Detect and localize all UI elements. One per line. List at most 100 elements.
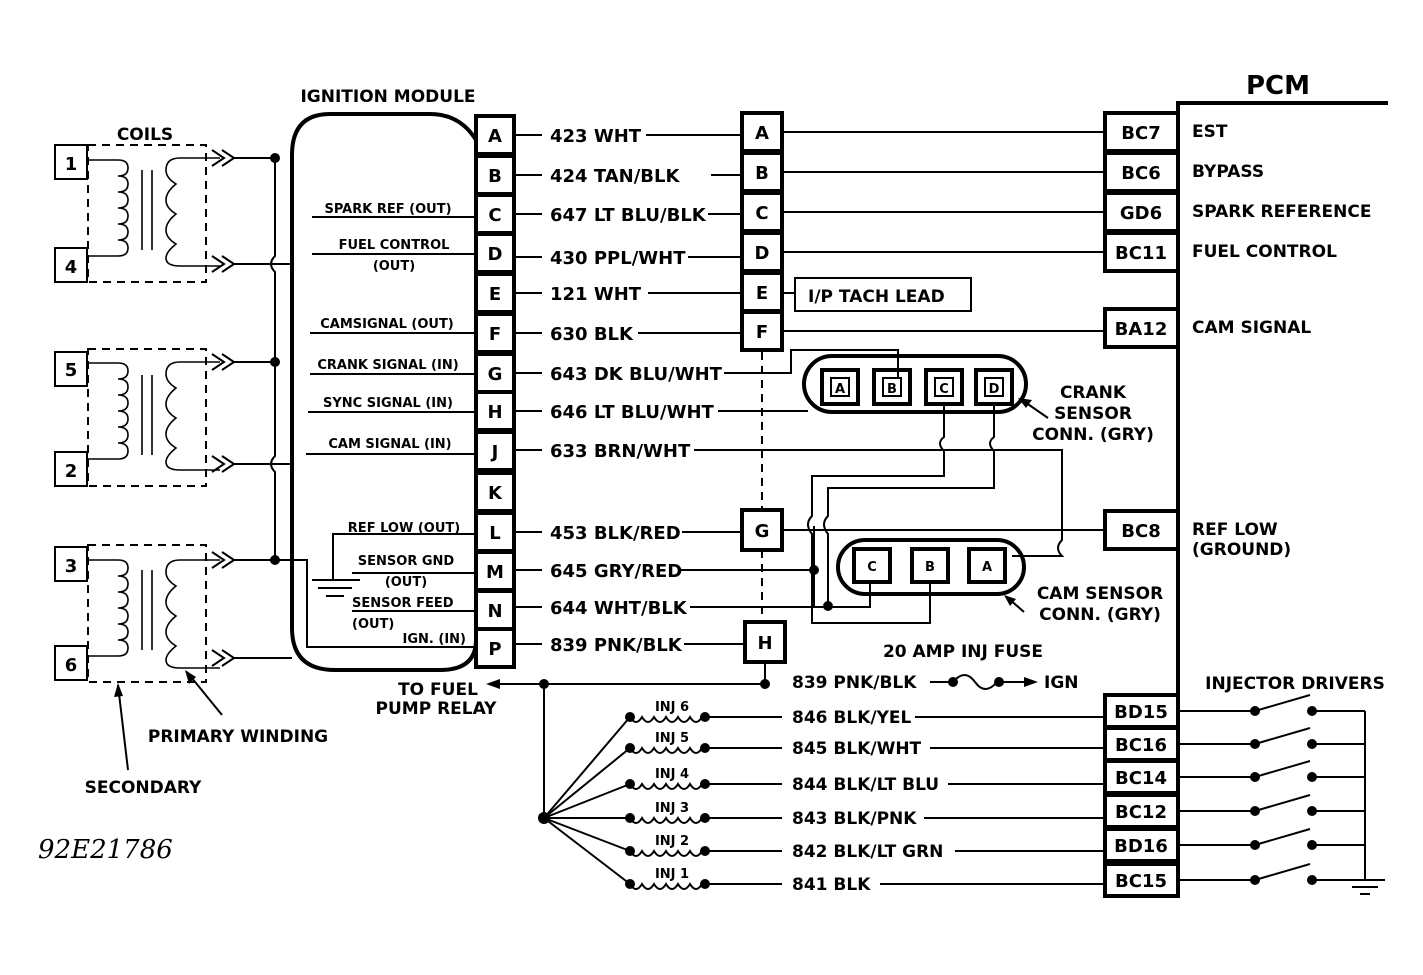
svg-text:CONN. (GRY): CONN. (GRY) <box>1039 605 1161 625</box>
svg-text:IGN. (IN): IGN. (IN) <box>403 632 466 647</box>
primary-winding <box>165 157 220 267</box>
svg-text:2: 2 <box>65 461 78 482</box>
svg-text:M: M <box>486 562 504 583</box>
connector-pin-h <box>743 620 787 664</box>
cam-pin-a <box>967 547 1007 584</box>
injector-circuit: 842 BLK/LT GRN <box>792 842 943 862</box>
coils-title: COILS <box>117 125 173 145</box>
svg-text:A: A <box>755 123 769 144</box>
primary-winding-label: PRIMARY WINDING <box>148 727 328 747</box>
fuel-pump-relay-line2: PUMP RELAY <box>376 699 498 719</box>
svg-text:SENSOR GND: SENSOR GND <box>358 554 455 569</box>
secondary-label: SECONDARY <box>85 778 202 798</box>
pcm-pin-bc8 <box>1103 509 1180 551</box>
coil-outputs <box>211 149 292 667</box>
wire-label: 424 TAN/BLK <box>550 166 680 187</box>
ignition-module-title: IGNITION MODULE <box>300 87 475 107</box>
svg-text:(OUT): (OUT) <box>373 259 415 274</box>
tach-lead-box <box>794 277 972 312</box>
svg-text:C: C <box>939 382 949 397</box>
pcm-pin-ba12 <box>1103 307 1180 349</box>
svg-text:P: P <box>488 639 501 660</box>
wire-label: 121 WHT <box>550 284 642 305</box>
svg-text:SENSOR FEED: SENSOR FEED <box>352 596 454 611</box>
coil-terminal-2 <box>54 451 88 487</box>
injector-feed <box>543 716 631 819</box>
pcm-body <box>1176 101 1388 898</box>
svg-text:BD15: BD15 <box>1114 702 1168 723</box>
arrow-right-icon <box>1024 677 1038 687</box>
svg-text:A: A <box>488 126 502 147</box>
figure-id: 92E21786 <box>38 835 173 865</box>
svg-text:BC14: BC14 <box>1115 768 1167 789</box>
svg-text:B: B <box>488 166 502 187</box>
svg-text:BC15: BC15 <box>1115 871 1167 892</box>
svg-text:B: B <box>887 382 897 397</box>
wire-label: 453 BLK/RED <box>550 523 681 544</box>
svg-text:CRANK: CRANK <box>1060 383 1127 403</box>
svg-text:BC12: BC12 <box>1115 802 1167 823</box>
svg-text:3: 3 <box>65 556 78 577</box>
switch-icon <box>1254 694 1311 712</box>
svg-text:A: A <box>835 382 845 397</box>
svg-text:4: 4 <box>65 257 78 278</box>
pcm-ref-low-ground: (GROUND) <box>1192 540 1291 560</box>
svg-text:B: B <box>755 163 769 184</box>
svg-text:G: G <box>755 521 770 542</box>
svg-text:K: K <box>488 483 503 504</box>
secondary-winding <box>87 159 129 257</box>
wire-label: 645 GRY/RED <box>550 561 682 582</box>
pcm-pin-bc7 <box>1103 111 1180 153</box>
coil-terminal-1 <box>54 144 88 180</box>
svg-text:H: H <box>487 402 502 423</box>
svg-text:E: E <box>489 284 501 305</box>
crank-pin-d <box>974 368 1014 406</box>
coil-terminal-4 <box>54 247 88 283</box>
svg-text:BC7: BC7 <box>1121 123 1160 144</box>
module-pin-k <box>474 471 516 513</box>
wire-label: 644 WHT/BLK <box>550 598 688 619</box>
svg-text:F: F <box>756 322 768 343</box>
pcm-title: PCM <box>1246 71 1310 101</box>
svg-text:C: C <box>755 203 768 224</box>
svg-text:BC6: BC6 <box>1121 163 1160 184</box>
wire-label: 647 LT BLU/BLK <box>550 205 707 226</box>
svg-text:BC11: BC11 <box>1115 243 1167 264</box>
svg-text:B: B <box>925 560 935 575</box>
injector-circuit: 844 BLK/LT BLU <box>792 775 939 795</box>
fuse-icon <box>952 674 998 690</box>
svg-text:D: D <box>989 382 1000 397</box>
svg-text:BD16: BD16 <box>1114 836 1168 857</box>
svg-text:C: C <box>867 560 877 575</box>
svg-text:(OUT): (OUT) <box>385 575 427 590</box>
pcm-injector-pin-bc12 <box>1103 793 1180 829</box>
injector-circuit: 843 BLK/PNK <box>792 809 917 829</box>
pcm-injector-pin-bd16 <box>1103 827 1180 863</box>
coil-pack-3: 3 6 <box>54 544 220 683</box>
coil-pack-2: 5 2 <box>54 348 220 487</box>
svg-text:BC8: BC8 <box>1121 521 1160 542</box>
fuse-label: 20 AMP INJ FUSE <box>883 642 1043 662</box>
svg-text:SPARK REF (OUT): SPARK REF (OUT) <box>324 202 451 217</box>
svg-text:E: E <box>756 283 768 304</box>
fuel-pump-relay-line1: TO FUEL <box>398 680 478 700</box>
injector-feed <box>543 747 631 819</box>
svg-text:SYNC SIGNAL (IN): SYNC SIGNAL (IN) <box>323 396 453 411</box>
pcm-injector-pin-bc16 <box>1103 726 1180 762</box>
svg-text:FUEL CONTROL: FUEL CONTROL <box>339 238 450 253</box>
svg-text:BC16: BC16 <box>1115 735 1167 756</box>
svg-text:CAMSIGNAL (OUT): CAMSIGNAL (OUT) <box>320 317 454 332</box>
injector-coil-icon <box>629 816 703 824</box>
wire-label: 430 PPL/WHT <box>550 248 686 269</box>
wire-label: 633 BRN/WHT <box>550 441 691 462</box>
svg-text:CONN. (GRY): CONN. (GRY) <box>1032 425 1154 445</box>
svg-text:D: D <box>755 243 770 264</box>
svg-text:CAM SENSOR: CAM SENSOR <box>1037 584 1163 604</box>
injector-label: INJ 1 <box>655 867 689 882</box>
svg-text:6: 6 <box>65 655 78 676</box>
